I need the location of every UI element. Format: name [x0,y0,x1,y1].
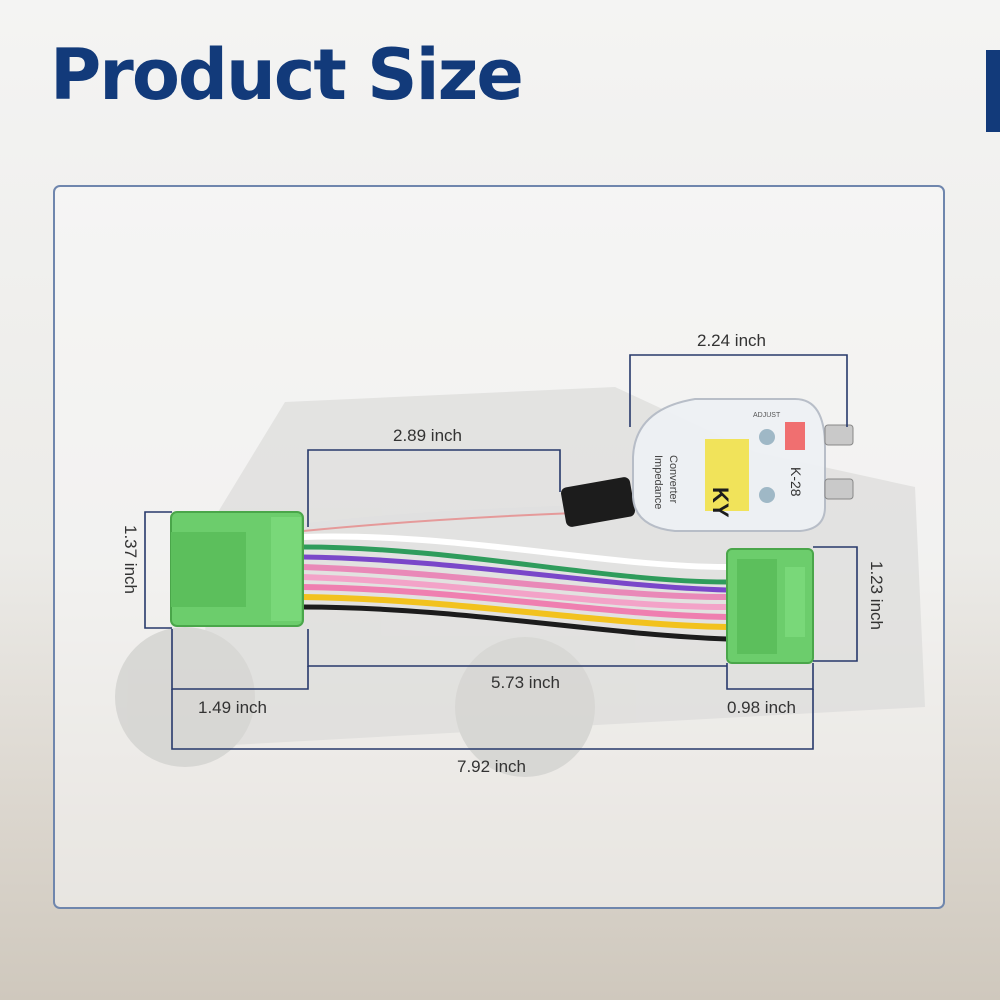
dim-total-length: 7.92 inch [457,757,526,776]
dim-right-connector-width: 0.98 inch [727,698,796,717]
dim-converter-width: 2.24 inch [697,331,766,350]
edge-accent-bar [986,50,1000,132]
dim-left-connector-width: 1.49 inch [198,698,267,717]
product-diagram-svg: Impedance Converter KY K-28 ADJUST [115,354,925,777]
page-title: Product Size [50,34,524,116]
dimension-lines [144,354,858,750]
device-label-line1: Impedance [652,455,664,509]
left-connector [170,511,304,627]
device-label-line2: Converter [667,455,679,504]
dim-harness-length: 5.73 inch [491,673,560,692]
dim-left-connector-height: 1.37 inch [121,525,140,594]
impedance-converter: Impedance Converter KY K-28 ADJUST [632,398,854,532]
cable-boot [561,477,635,527]
dim-cable-length: 2.89 inch [393,426,462,445]
device-brand-label: KY [708,487,733,518]
wire-bundle [302,505,728,642]
right-connector [726,548,814,664]
product-diagram-panel: Impedance Converter KY K-28 ADJUST [53,185,945,909]
device-model-label: K-28 [788,467,804,497]
dim-right-connector-height: 1.23 inch [867,561,886,630]
device-knob-label: ADJUST [753,412,781,419]
